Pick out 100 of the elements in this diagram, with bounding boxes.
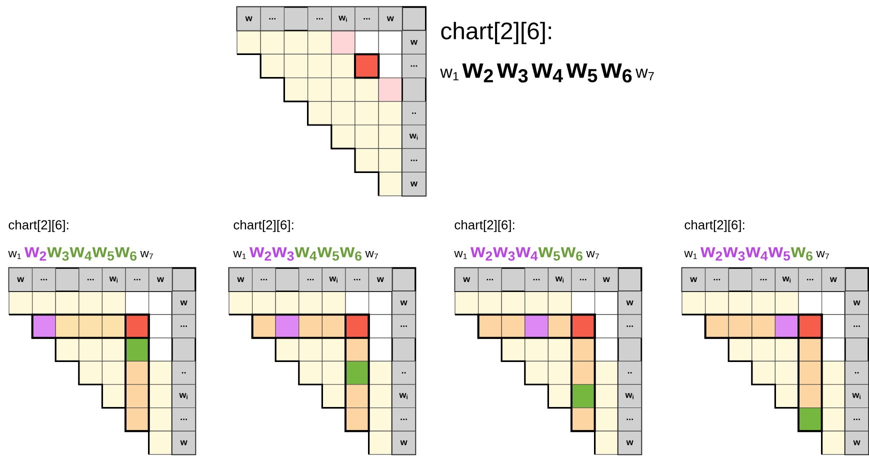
table-cell: w: [172, 430, 196, 455]
table-cell: w: [392, 430, 416, 455]
table-cell: w: [618, 430, 642, 455]
word-label: w$_{3}$: [493, 247, 515, 261]
word-label: w$_{4}$: [746, 247, 768, 260]
chart-title: chart[2][6]:: [441, 22, 551, 44]
table-cell: w: [594, 268, 618, 292]
table-cell: ...: [354, 6, 379, 31]
table-cell: w: [682, 268, 706, 292]
table-cell: w: [172, 290, 196, 315]
table-cell: ...: [844, 407, 869, 432]
table-cell: w: [392, 290, 416, 315]
table-cell: w$_{i}$: [322, 268, 346, 292]
word-label: w$_{1}$: [684, 250, 697, 260]
word-label: w$_{7}$: [140, 250, 153, 260]
table-cell: ...: [78, 268, 103, 292]
word-label: w$_{6}$: [114, 247, 137, 261]
table-cell: ...: [298, 268, 322, 292]
table-cell: w$_{i}$: [331, 6, 356, 31]
word-label: w$_{3}$: [272, 247, 294, 261]
table-cell: ...: [524, 268, 548, 292]
word-label: w$_{7}$: [636, 68, 654, 80]
table-cell: w$_{i}$: [618, 384, 642, 408]
table-cell: w: [844, 290, 869, 315]
word-label: w$_{1}$: [440, 68, 458, 80]
table-cell: ..: [844, 360, 869, 385]
table-cell: ...: [172, 314, 196, 338]
table-cell: ..: [618, 360, 642, 385]
word-label: w$_{3}$: [47, 247, 69, 261]
word-label: w$_{5}$: [317, 247, 340, 261]
chart-title: chart[2][6]:: [234, 220, 294, 232]
word-label: w$_{2}$: [24, 247, 46, 261]
table-cell: ..: [172, 360, 196, 385]
table-cell: ...: [402, 54, 426, 78]
word-label: w$_{6}$: [340, 247, 362, 261]
table-cell: ...: [392, 407, 416, 432]
table-cell: ...: [571, 268, 596, 292]
chart-title: chart[2][6]:: [454, 220, 514, 232]
table-cell: w: [148, 268, 172, 292]
word-label: w$_{4}$: [294, 247, 317, 260]
table-cell: ...: [125, 268, 150, 292]
word-label: w$_{7}$: [365, 250, 378, 260]
table-cell: ...: [478, 268, 502, 292]
table-cell: w: [821, 268, 846, 292]
word-label: w$_{1}$: [8, 250, 21, 260]
word-label: w$_{2}$: [462, 63, 493, 82]
word-label: w$_{6}$: [560, 247, 583, 261]
table-cell: ...: [752, 268, 776, 292]
table-cell: ...: [260, 6, 284, 31]
table-cell: w: [402, 30, 426, 54]
word-label: w$_{2}$: [470, 247, 492, 261]
table-cell: ...: [618, 407, 642, 432]
table-cell: ...: [392, 314, 416, 338]
word-label: w$_{6}$: [600, 63, 632, 82]
word-label: w$_{3}$: [496, 63, 528, 83]
table-cell: w: [236, 6, 261, 31]
word-label: w$_{7}$: [586, 250, 599, 260]
table-cell: w: [844, 430, 869, 455]
table-cell: w$_{i}$: [774, 268, 799, 292]
table-cell: w$_{i}$: [172, 384, 196, 408]
table-cell: ...: [308, 6, 332, 31]
word-label: w$_{1}$: [454, 250, 467, 260]
table-cell: w$_{i}$: [844, 384, 869, 408]
table-cell: ..: [402, 101, 426, 126]
table-cell: ...: [704, 268, 729, 292]
table-cell: ...: [32, 268, 56, 292]
table-cell: ...: [345, 268, 370, 292]
table-cell: ...: [618, 314, 642, 338]
table-cell: ...: [172, 407, 196, 432]
word-label: w$_{5}$: [566, 63, 598, 82]
word-label: w$_{1}$: [233, 250, 246, 260]
word-label: w$_{5}$: [538, 247, 560, 261]
table-cell: w: [454, 268, 479, 292]
table-cell: w: [368, 268, 392, 292]
table-cell: w: [378, 6, 402, 31]
table-cell: ...: [844, 314, 869, 338]
table-cell: ...: [402, 148, 426, 172]
table-cell: w: [8, 268, 33, 292]
word-label: w$_{2}$: [700, 247, 722, 261]
word-label: w$_{4}$: [516, 247, 538, 260]
chart-title: chart[2][6]:: [684, 220, 744, 232]
table-cell: w$_{i}$: [392, 384, 416, 408]
table-cell: w$_{i}$: [402, 124, 426, 149]
table-cell: w: [618, 290, 642, 315]
table-cell: ...: [252, 268, 276, 292]
word-label: w$_{4}$: [70, 247, 92, 260]
word-label: w$_{6}$: [790, 247, 812, 261]
table-cell: ..: [392, 360, 416, 385]
word-label: w$_{3}$: [723, 247, 745, 261]
word-label: w$_{5}$: [92, 247, 114, 261]
word-label: w$_{7}$: [816, 250, 829, 260]
chart-title: chart[2][6]:: [8, 220, 68, 232]
table-cell: w: [402, 172, 426, 196]
table-cell: ...: [798, 268, 822, 292]
table-cell: w$_{i}$: [102, 268, 126, 292]
table-cell: w: [228, 268, 253, 292]
table-cell: w$_{i}$: [548, 268, 572, 292]
word-label: w$_{2}$: [249, 247, 272, 261]
word-label: w$_{5}$: [768, 247, 790, 261]
word-label: w$_{4}$: [532, 63, 563, 82]
